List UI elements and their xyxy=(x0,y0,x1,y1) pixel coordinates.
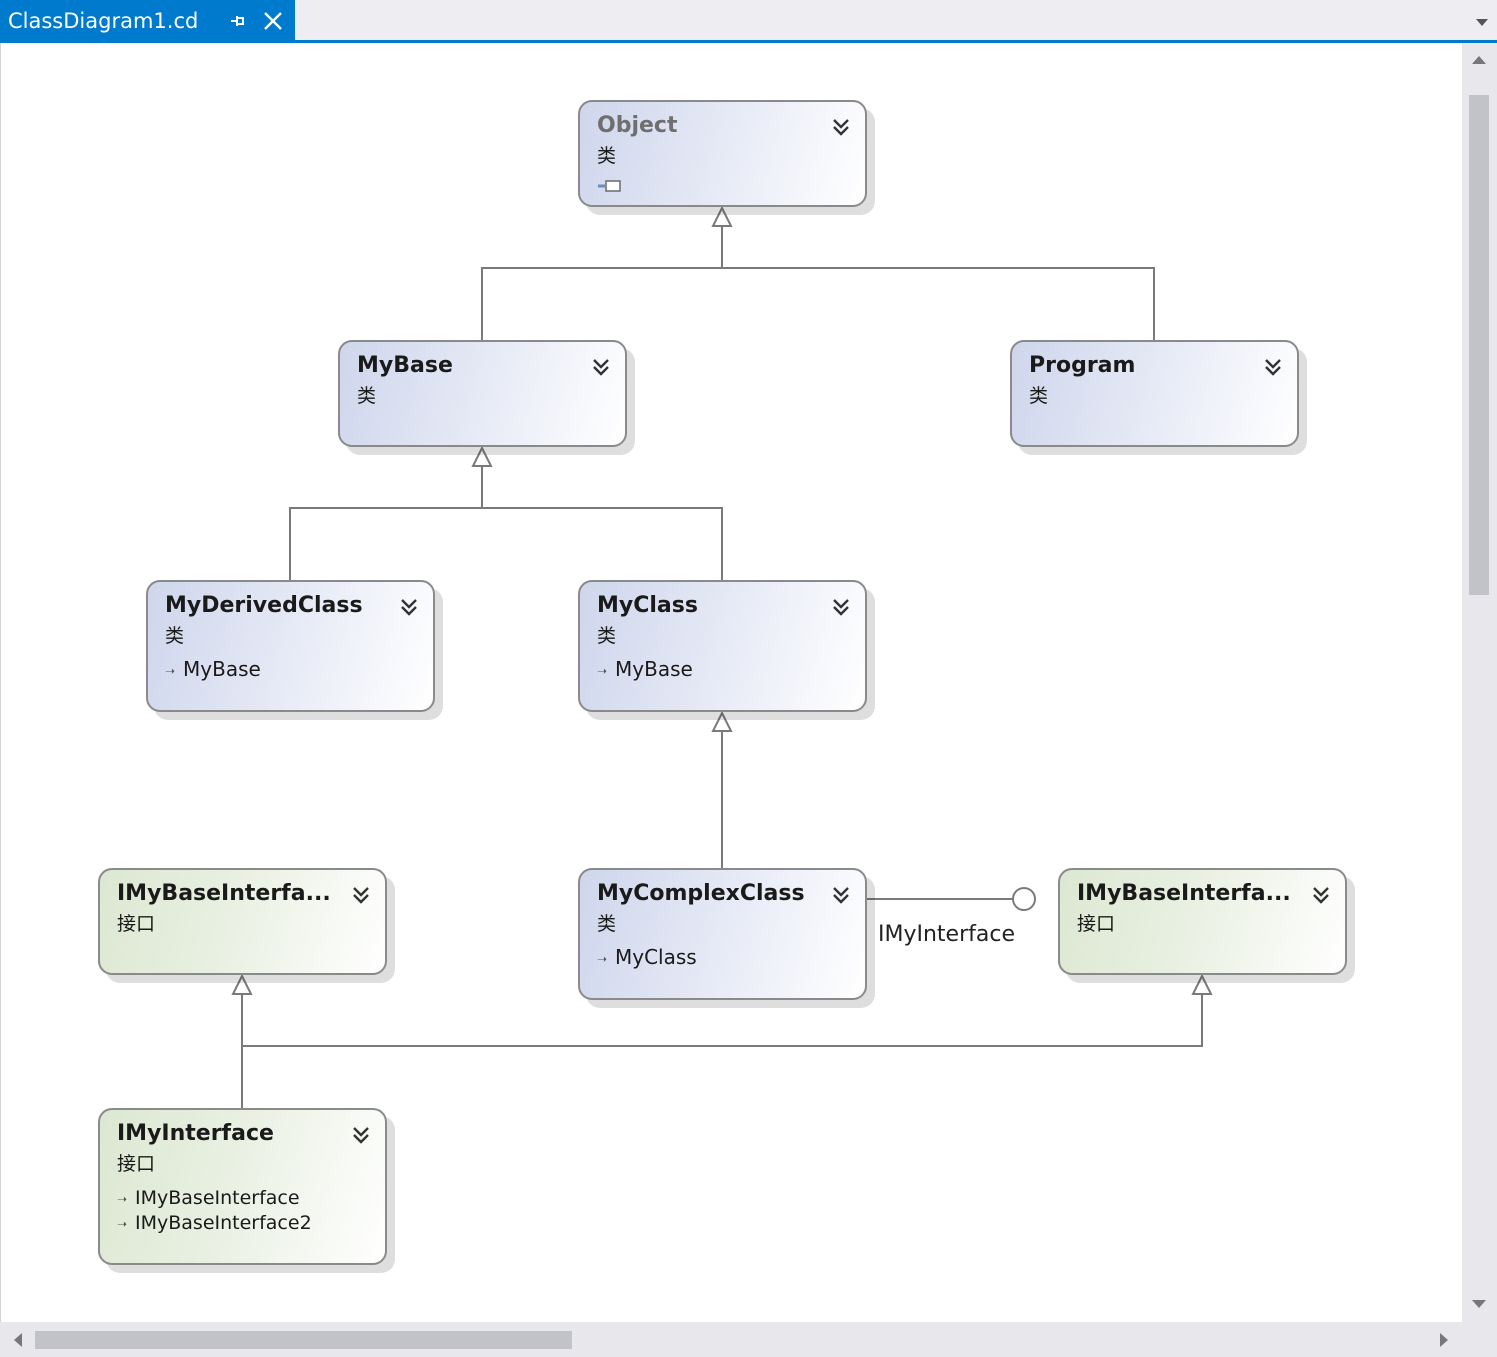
shape-name: MyComplexClass xyxy=(597,881,805,906)
double-chevron-down-icon[interactable] xyxy=(830,884,852,906)
shape-imybaseinterface[interactable]: IMyBaseInterfa... 接口 xyxy=(98,868,387,975)
inherits-arrow-icon: ➝ xyxy=(165,663,176,678)
double-chevron-down-icon[interactable] xyxy=(350,1124,372,1146)
pin-icon[interactable] xyxy=(227,10,249,32)
shape-object[interactable]: Object 类 xyxy=(578,100,867,207)
scroll-up-icon[interactable] xyxy=(1469,53,1489,67)
shape-mybase[interactable]: MyBase 类 xyxy=(338,340,627,447)
double-chevron-down-icon[interactable] xyxy=(398,596,420,618)
document-tab-strip: ClassDiagram1.cd xyxy=(0,0,1497,44)
inheritance-arrowhead xyxy=(471,445,493,467)
shape-imybaseinterface2[interactable]: IMyBaseInterfa... 接口 xyxy=(1058,868,1347,975)
base-type-row: ➝ MyBase xyxy=(165,657,261,683)
tab-classdiagram1[interactable]: ClassDiagram1.cd xyxy=(0,0,295,40)
shape-kind: 接口 xyxy=(117,913,156,935)
base-type-name: IMyBaseInterface2 xyxy=(135,1212,312,1234)
double-chevron-down-icon[interactable] xyxy=(1262,356,1284,378)
class-diagram-canvas[interactable]: Object 类 MyBase 类 Program 类 MyDerivedCla… xyxy=(0,43,1462,1322)
shape-kind: 接口 xyxy=(117,1153,156,1175)
tab-title: ClassDiagram1.cd xyxy=(8,9,199,33)
double-chevron-down-icon[interactable] xyxy=(350,884,372,906)
inheritance-arrowhead xyxy=(1191,973,1213,995)
inheritance-connector xyxy=(289,466,723,580)
base-type-name: MyClass xyxy=(615,945,697,969)
scrollbar-corner xyxy=(1462,1322,1497,1357)
chevron-down-icon[interactable] xyxy=(1472,14,1492,30)
shape-kind: 类 xyxy=(165,625,185,647)
double-chevron-down-icon[interactable] xyxy=(590,356,612,378)
external-type-icon xyxy=(598,180,621,192)
inherits-arrow-icon: ➝ xyxy=(117,1191,128,1206)
shape-kind: 类 xyxy=(1029,385,1049,407)
base-type-row: ➝ IMyBaseInterface2 xyxy=(117,1211,312,1236)
shape-myderivedclass[interactable]: MyDerivedClass 类 ➝ MyBase xyxy=(146,580,435,712)
scroll-left-icon[interactable] xyxy=(10,1331,26,1349)
inherits-arrow-icon: ➝ xyxy=(117,1216,128,1231)
shape-myclass[interactable]: MyClass 类 ➝ MyBase xyxy=(578,580,867,712)
base-type-row: ➝ MyBase xyxy=(597,657,693,683)
inheritance-connector xyxy=(241,994,1203,1108)
inheritance-arrowhead xyxy=(711,710,733,732)
shape-kind: 类 xyxy=(597,913,617,935)
shape-kind: 类 xyxy=(597,625,617,647)
shape-imyinterface[interactable]: IMyInterface 接口 ➝ IMyBaseInterface ➝ IMyBa… xyxy=(98,1108,387,1265)
shape-kind: 类 xyxy=(597,145,617,167)
tab-underline xyxy=(0,40,1497,43)
base-type-name: MyBase xyxy=(615,657,693,681)
vertical-scroll-thumb[interactable] xyxy=(1469,95,1489,595)
inheritance-arrowhead xyxy=(231,973,253,995)
shape-mycomplexclass[interactable]: MyComplexClass 类 ➝ MyClass xyxy=(578,868,867,1000)
shape-name: IMyBaseInterfa... xyxy=(1077,881,1291,906)
shape-name: MyBase xyxy=(357,353,453,378)
double-chevron-down-icon[interactable] xyxy=(1310,884,1332,906)
lollipop-interface-label[interactable]: IMyInterface xyxy=(878,922,1015,947)
shape-program[interactable]: Program 类 xyxy=(1010,340,1299,447)
vertical-scrollbar[interactable] xyxy=(1462,43,1497,1322)
horizontal-scroll-thumb[interactable] xyxy=(35,1331,572,1349)
shape-kind: 接口 xyxy=(1077,913,1116,935)
scroll-right-icon[interactable] xyxy=(1436,1331,1452,1349)
base-type-name: MyBase xyxy=(183,657,261,681)
shape-name: Program xyxy=(1029,353,1136,378)
close-icon[interactable] xyxy=(262,10,284,32)
lollipop-circle xyxy=(1012,887,1036,911)
connector-layer xyxy=(231,205,1213,1108)
inheritance-connector xyxy=(481,226,1155,340)
base-type-name: IMyBaseInterface xyxy=(135,1187,300,1209)
base-type-row: ➝ MyClass xyxy=(597,945,697,971)
shape-name: Object xyxy=(597,113,678,138)
shape-name: IMyInterface xyxy=(117,1121,274,1146)
double-chevron-down-icon[interactable] xyxy=(830,596,852,618)
inherits-arrow-icon: ➝ xyxy=(597,951,608,966)
shape-kind: 类 xyxy=(357,385,377,407)
shape-name: MyDerivedClass xyxy=(165,593,363,618)
double-chevron-down-icon[interactable] xyxy=(830,116,852,138)
shape-name: IMyBaseInterfa... xyxy=(117,881,331,906)
inheritance-arrowhead xyxy=(711,205,733,227)
inherits-arrow-icon: ➝ xyxy=(597,663,608,678)
shape-name: MyClass xyxy=(597,593,698,618)
base-type-row: ➝ IMyBaseInterface xyxy=(117,1186,300,1211)
horizontal-scrollbar[interactable] xyxy=(0,1322,1462,1357)
scroll-down-icon[interactable] xyxy=(1469,1297,1489,1311)
